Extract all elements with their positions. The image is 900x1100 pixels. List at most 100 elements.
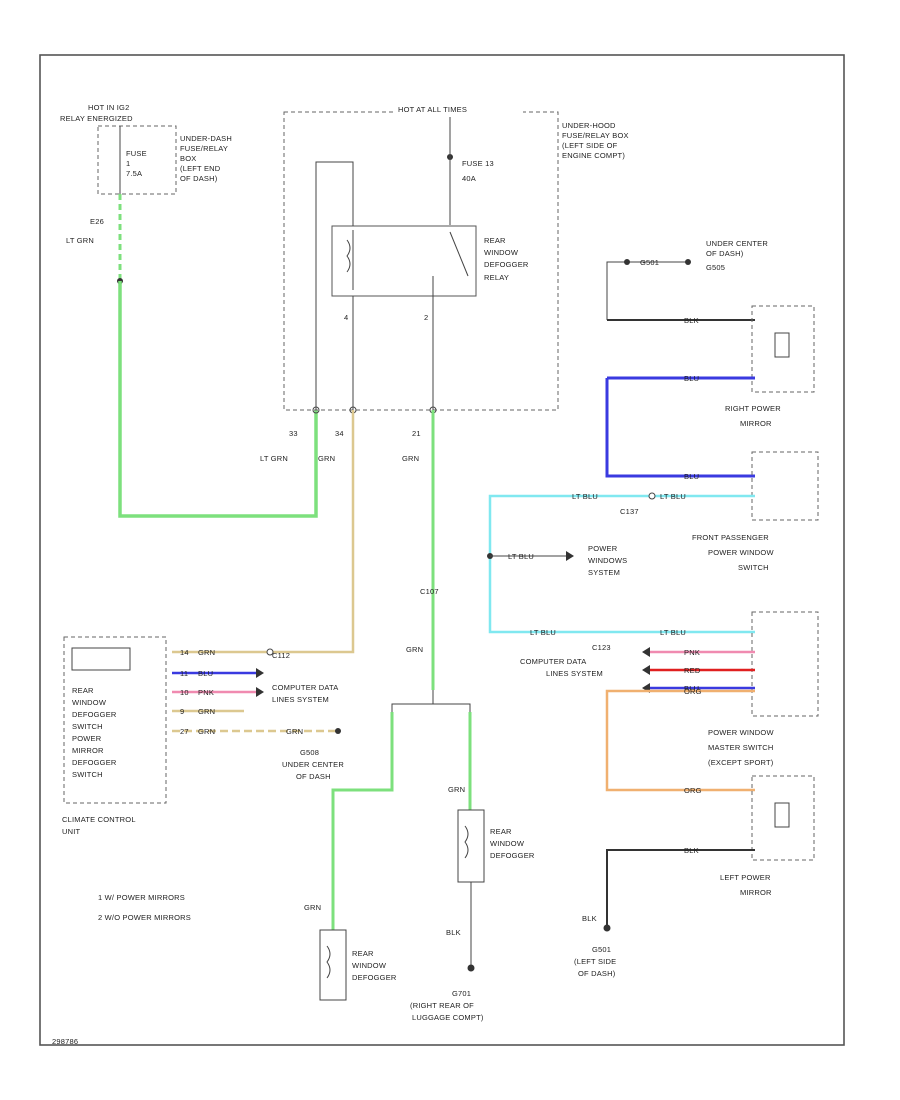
master-connector: C123: [592, 643, 611, 652]
ground-top-loc-1: UNDER CENTER: [706, 239, 768, 248]
fuse-box-left: HOT IN IG2 RELAY ENERGIZED FUSE 1 7.5A U…: [60, 103, 232, 245]
diagram-frame: [39, 54, 845, 1046]
ground-top: G501 UNDER CENTER OF DASH) G505: [606, 239, 768, 320]
climate-inside-6: MIRROR: [72, 746, 104, 755]
master-label-3: (EXCEPT SPORT): [708, 758, 774, 767]
relay-label-3: DEFOGGER: [484, 260, 529, 269]
climate-wire-5: GRN: [198, 727, 215, 736]
master-label-2: MASTER SWITCH: [708, 743, 774, 752]
front-pass-label-3: SWITCH: [738, 563, 769, 572]
right-power-mirror: BLK BLU RIGHT POWER MIRROR: [605, 305, 815, 478]
fuse-main-wire-3: GRN: [402, 454, 419, 463]
climate-inside-7: DEFOGGER: [72, 758, 117, 767]
right-mirror-wire-top: BLK: [684, 316, 699, 325]
rear-defogger-ground-loc-1: (RIGHT REAR OF: [410, 1001, 474, 1010]
master-wire-5: ORG: [684, 687, 702, 696]
master-wire-1: LT BLU: [660, 628, 686, 637]
climate-junction-loc-2: OF DASH: [296, 772, 331, 781]
master-switch: LT BLU LT BLU PNK RED BLU C123 COMPUTER …: [520, 611, 819, 792]
fuse-main-term-1: 33: [289, 429, 298, 438]
left-defogger-label-1: REAR: [352, 949, 374, 958]
power-window-wire: LT BLU: [508, 552, 534, 561]
fuse-left-terminal: E26: [90, 217, 104, 226]
master-ref-2: LINES SYSTEM: [546, 669, 603, 678]
fuse-main-loc-4: ENGINE COMPT): [562, 151, 625, 160]
fuse-left-header-2: RELAY ENERGIZED: [60, 114, 133, 123]
fuse-main-loc-2: FUSE/RELAY BOX: [562, 131, 629, 140]
fuse-left-fuse-1: FUSE: [126, 149, 147, 158]
master-wire-2: PNK: [684, 648, 700, 657]
climate-pin-3: 10: [180, 688, 189, 697]
rear-defogger-label-2: WINDOW: [490, 839, 525, 848]
footer-id: 298786: [52, 1037, 78, 1046]
climate-inside-8: SWITCH: [72, 770, 103, 779]
master-wire-3: RED: [684, 666, 701, 675]
power-window-label-1: POWER: [588, 544, 618, 553]
fuse-main-loc-1: UNDER-HOOD: [562, 121, 616, 130]
climate-junction-loc-1: UNDER CENTER: [282, 760, 344, 769]
climate-inside-5: POWER: [72, 734, 102, 743]
fuse-left-loc-5: OF DASH): [180, 174, 218, 183]
fuse-left-fuse-3: 7.5A: [126, 169, 142, 178]
climate-wire-1: GRN: [198, 648, 215, 657]
rear-defogger-label-1: REAR: [490, 827, 512, 836]
rear-defogger-wire-top: GRN: [448, 785, 465, 794]
fuse-box-main: HOT AT ALL TIMES UNDER-HOOD FUSE/RELAY B…: [260, 103, 629, 463]
climate-pin-4: 9: [180, 707, 184, 716]
wire-org: [605, 689, 755, 792]
ground-top-loc-3: G505: [706, 263, 725, 272]
fuse-left-wire: LT GRN: [66, 236, 94, 245]
left-mirror-ground-loc-2: OF DASH): [578, 969, 616, 978]
rear-defogger-ground: G701: [452, 989, 471, 998]
relay-label-4: RELAY: [484, 273, 509, 282]
right-mirror-label-1: RIGHT POWER: [725, 404, 781, 413]
relay-pin-right: 2: [424, 313, 428, 322]
right-mirror-wire-bottom: BLU: [684, 374, 699, 383]
front-pass-switch: BLU LT BLU LT BLU C137 FRONT PASSENGER P…: [488, 451, 819, 634]
left-mirror-wire-bottom: BLK: [684, 846, 699, 855]
fuse-main-wire-1: LT GRN: [260, 454, 288, 463]
master-ref-1: COMPUTER DATA: [520, 657, 587, 666]
left-mirror-ground-loc-1: (LEFT SIDE: [574, 957, 616, 966]
climate-label-2: UNIT: [62, 827, 81, 836]
fuse-left-loc-3: BOX: [180, 154, 196, 163]
left-mirror-label-1: LEFT POWER: [720, 873, 771, 882]
fuse-left-loc-2: FUSE/RELAY: [180, 144, 228, 153]
climate-inside-4: SWITCH: [72, 722, 103, 731]
wire-grn-left-defogger: [331, 712, 394, 930]
left-power-mirror: ORG BLK BLK LEFT POWER MIRROR G501 (LEFT…: [574, 775, 815, 978]
climate-ref-1: COMPUTER DATA: [272, 683, 339, 692]
fuse-main-fuse-2: 40A: [462, 174, 476, 183]
climate-inside-1: REAR: [72, 686, 94, 695]
relay-pin-left: 4: [344, 313, 348, 322]
front-pass-connector: C137: [620, 507, 639, 516]
master-label-1: POWER WINDOW: [708, 728, 774, 737]
front-pass-label-2: POWER WINDOW: [708, 548, 774, 557]
left-mirror-ground-wire: BLK: [582, 914, 597, 923]
left-mirror-label-2: MIRROR: [740, 888, 772, 897]
splice-connector: C107: [420, 587, 439, 596]
fuse-main-wire-2: GRN: [318, 454, 335, 463]
fuse-left-header-1: HOT IN IG2: [88, 103, 129, 112]
front-pass-label-1: FRONT PASSENGER: [692, 533, 769, 542]
power-window-ref: LT BLU POWER WINDOWS SYSTEM: [487, 544, 627, 577]
climate-pin-5: 27: [180, 727, 189, 736]
climate-wire-3: PNK: [198, 688, 214, 697]
fuse-main-term-3: 21: [412, 429, 421, 438]
fuse-main-header: HOT AT ALL TIMES: [398, 105, 467, 114]
fuse-left-loc-1: UNDER-DASH: [180, 134, 232, 143]
note-1: 1 W/ POWER MIRRORS: [98, 893, 185, 902]
climate-control-unit: REAR WINDOW DEFOGGER SWITCH POWER MIRROR…: [62, 636, 344, 836]
climate-wire-4: GRN: [198, 707, 215, 716]
fuse-left-fuse-2: 1: [126, 159, 130, 168]
right-mirror-label-2: MIRROR: [740, 419, 772, 428]
wire-blu-right: [605, 378, 755, 478]
climate-ref-2: LINES SYSTEM: [272, 695, 329, 704]
fuse-main-fuse-1: FUSE 13: [462, 159, 494, 168]
left-defogger-label-3: DEFOGGER: [352, 973, 397, 982]
ground-top-label: G501: [640, 258, 659, 267]
left-defogger: GRN REAR WINDOW DEFOGGER: [304, 903, 397, 1001]
note-2: 2 W/O POWER MIRRORS: [98, 913, 191, 922]
front-pass-wire-top: BLU: [684, 472, 699, 481]
